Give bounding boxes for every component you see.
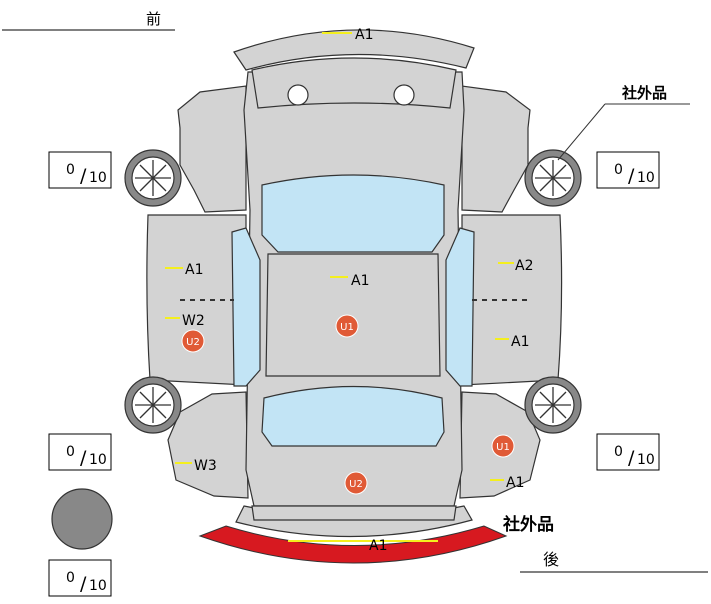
front-label: 前 — [146, 10, 161, 28]
aftermarket-bottom-label: 社外品 — [502, 514, 554, 535]
wheel-front-right — [524, 149, 582, 207]
svg-text:A1: A1 — [369, 538, 387, 554]
wheel-rear-left — [124, 376, 182, 434]
right-headlight — [393, 84, 415, 106]
tire-box-rear-right: 0 / 10 — [596, 433, 660, 471]
svg-text:A1: A1 — [355, 27, 373, 43]
tire-tread-value: 0 — [66, 444, 75, 460]
tire-tread-value: 0 — [66, 162, 75, 178]
tire-box-front-right: 0 / 10 — [596, 151, 660, 189]
front-header: 前 — [2, 10, 175, 31]
left-window — [231, 227, 261, 387]
damage-mark: W3 — [175, 458, 217, 474]
wheel-rear-right — [524, 376, 582, 434]
rear-window — [261, 385, 445, 447]
tire-tread-max: 10 — [89, 578, 107, 594]
left-front-fender — [177, 85, 247, 213]
damage-mark: A1 — [330, 273, 369, 289]
svg-text:A1: A1 — [351, 273, 369, 289]
damage-mark: A1 — [495, 334, 529, 350]
svg-text:/: / — [80, 447, 87, 469]
right-window — [445, 227, 475, 387]
svg-text:/: / — [80, 573, 87, 595]
damage-dent: U1 — [335, 314, 359, 338]
damage-mark: A1 — [165, 262, 203, 278]
glass — [231, 174, 475, 447]
damage-mark: A1 — [322, 27, 373, 43]
damage-mark: A2 — [498, 258, 533, 274]
svg-text:W3: W3 — [194, 458, 217, 474]
damage-dent: U2 — [181, 329, 205, 353]
damage-mark: A1 — [288, 538, 438, 554]
svg-text:U1: U1 — [496, 442, 510, 453]
svg-text:U1: U1 — [340, 322, 354, 333]
svg-text:U2: U2 — [186, 337, 200, 348]
tire-box-spare: 0 / 10 — [48, 559, 112, 597]
aftermarket-top: 社外品 — [557, 84, 690, 161]
tire-tread-value: 0 — [66, 570, 75, 586]
svg-text:/: / — [80, 165, 87, 187]
svg-text:W2: W2 — [182, 313, 205, 329]
roof-panel — [265, 253, 441, 377]
tire-tread-max: 10 — [89, 170, 107, 186]
rear-header: 後 — [520, 550, 708, 573]
tire-tread-max: 10 — [637, 170, 655, 186]
tire-tread-max: 10 — [89, 452, 107, 468]
svg-text:U2: U2 — [349, 479, 363, 490]
left-rear-fender — [167, 391, 249, 499]
damage-mark: W2 — [165, 313, 205, 329]
spare-tire-icon — [51, 488, 113, 550]
left-headlight — [287, 84, 309, 106]
rear-label: 後 — [543, 550, 559, 569]
front-bumper — [233, 29, 475, 71]
damage-dent: U1 — [491, 434, 515, 458]
tire-tread-max: 10 — [637, 452, 655, 468]
windshield — [261, 174, 445, 253]
svg-text:A1: A1 — [511, 334, 529, 350]
tire-tread-value: 0 — [614, 444, 623, 460]
tire-box-front-left: 0 / 10 — [48, 151, 112, 189]
svg-text:A2: A2 — [515, 258, 533, 274]
svg-text:/: / — [628, 447, 635, 469]
svg-text:A1: A1 — [506, 475, 524, 491]
right-front-fender — [461, 85, 531, 213]
hood-panel — [251, 57, 457, 109]
tire-box-rear-left: 0 / 10 — [48, 433, 112, 471]
aftermarket-top-label: 社外品 — [621, 84, 667, 102]
damage-dent: U2 — [344, 471, 368, 495]
tire-tread-value: 0 — [614, 162, 623, 178]
svg-text:/: / — [628, 165, 635, 187]
trunk-lower — [251, 505, 457, 521]
wheel-front-left — [124, 149, 182, 207]
svg-text:A1: A1 — [185, 262, 203, 278]
damage-mark: A1 — [490, 475, 524, 491]
